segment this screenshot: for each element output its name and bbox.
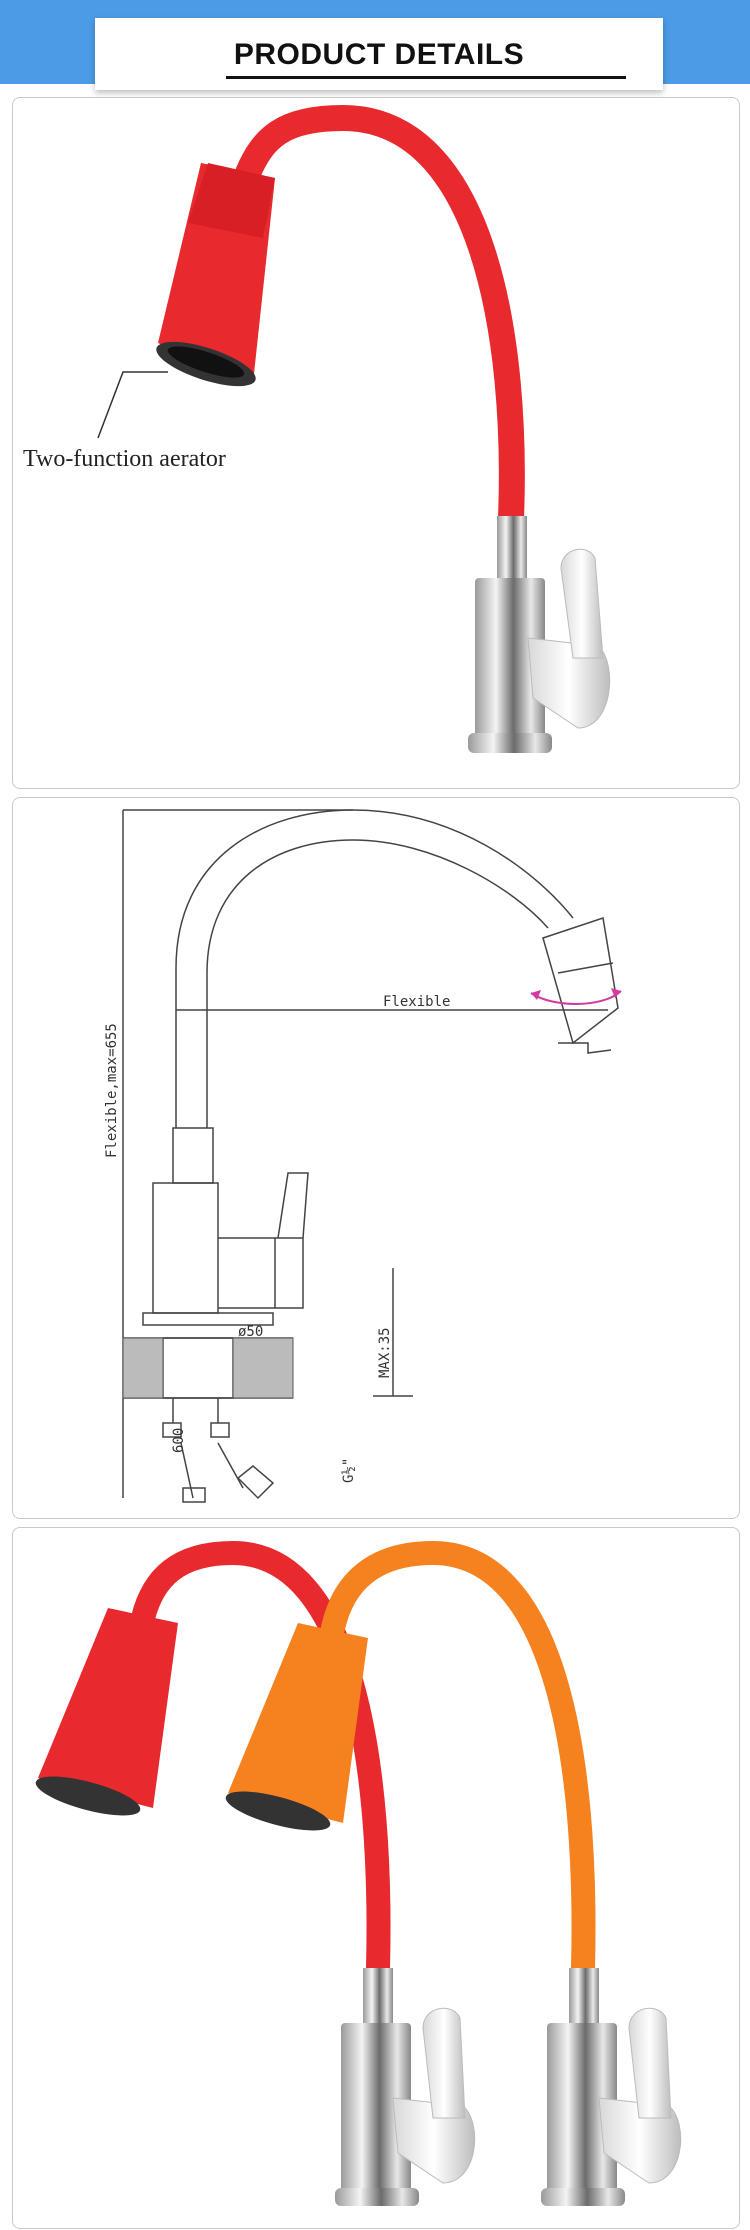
height-dimension-label: Flexible,max=655 bbox=[104, 1023, 120, 1158]
aerator-callout-label: Two-function aerator bbox=[23, 446, 226, 472]
color-variants-image bbox=[35, 1540, 682, 2206]
title-underline bbox=[226, 76, 626, 79]
faucet-dimension-drawing: Flexible,max=655 Flexible ø50 MAX:35 600… bbox=[104, 809, 622, 1503]
orange-faucet bbox=[225, 1540, 682, 2206]
title-box: PRODUCT DETAILS bbox=[95, 18, 663, 90]
red-faucet-image bbox=[97, 104, 611, 753]
red-faucet bbox=[35, 1540, 476, 2206]
color-options-panel bbox=[12, 1527, 740, 2229]
max-thickness-label: MAX:35 bbox=[377, 1327, 393, 1378]
technical-drawing-panel: Flexible,max=655 Flexible ø50 MAX:35 600… bbox=[12, 797, 740, 1519]
product-photo-panel: Two-function aerator bbox=[12, 97, 740, 789]
page-title: PRODUCT DETAILS bbox=[233, 38, 525, 71]
flexible-dimension-label: Flexible bbox=[383, 994, 450, 1010]
diameter-label: ø50 bbox=[238, 1324, 263, 1340]
thread-size-label: G½" bbox=[341, 1458, 357, 1483]
hose-length-label: 600 bbox=[171, 1428, 187, 1453]
